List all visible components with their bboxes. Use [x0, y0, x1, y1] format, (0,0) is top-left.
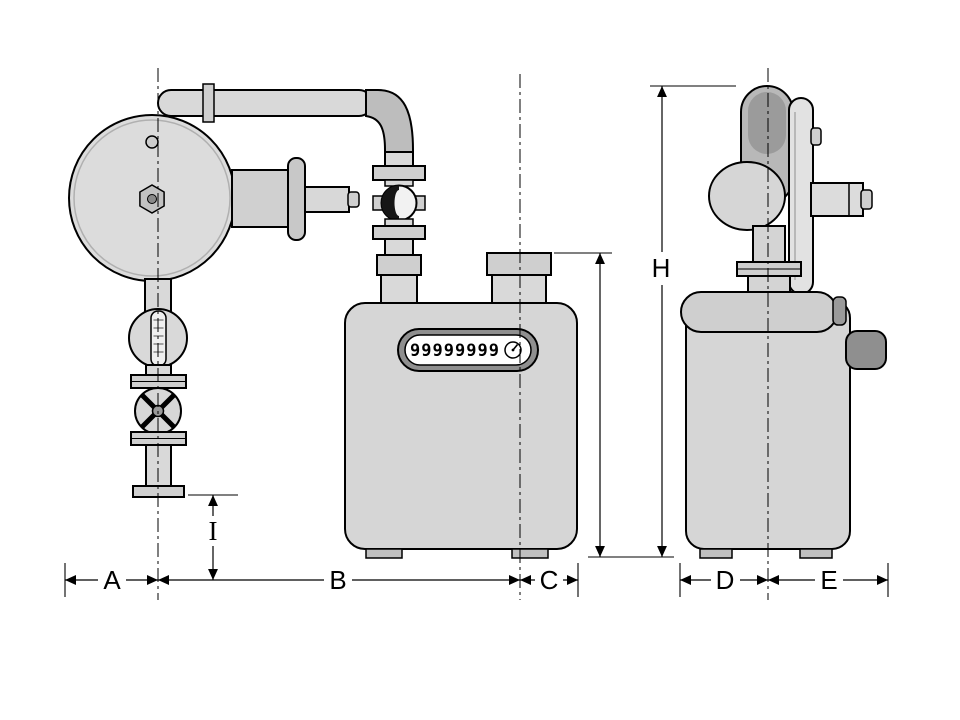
dimension-label-c: C: [540, 565, 559, 595]
ball-valve-bore: [394, 190, 404, 216]
outlet-end-piece: [860, 189, 873, 210]
elbow-shading: [748, 92, 786, 154]
dimension-label-i: I: [209, 516, 218, 546]
label-background: [324, 565, 352, 594]
label-background: [646, 252, 677, 285]
regulator-side-outlet: [810, 182, 864, 217]
label-background: [815, 565, 843, 594]
regulator-dome-side: [708, 161, 786, 231]
meter-inlet-stub: [380, 274, 418, 306]
counter-edge-side: [832, 296, 847, 326]
regulator-vent-screw: [145, 135, 159, 149]
regulator-outlet-nipple: [347, 191, 360, 208]
label-background: [202, 516, 224, 546]
dimension-label-d: D: [716, 565, 735, 595]
pipe-segment: [384, 238, 414, 256]
dimension-label-e: E: [820, 565, 837, 595]
regulator-inner-ring: [73, 119, 231, 277]
disc-vent-tab: [810, 127, 822, 146]
label-background: [98, 565, 126, 594]
meter-foot: [699, 548, 733, 559]
dimension-label-b: B: [329, 565, 346, 595]
flange: [372, 165, 426, 181]
top-manifold-side: [680, 291, 838, 333]
dial-icon: [504, 341, 522, 359]
side-view: [680, 85, 887, 559]
centerlines: [157, 68, 769, 600]
meter-foot: [799, 548, 833, 559]
regulator-nut-center: [147, 194, 157, 204]
dimension-label-a: A: [103, 565, 121, 595]
counter-digits: 99999999: [410, 341, 500, 361]
dimension-annotations: A B C D E H I: [64, 85, 889, 597]
regulator-outlet-cylinder: [231, 169, 291, 228]
meter-counter: 99999999: [397, 328, 539, 372]
label-background: [711, 565, 740, 594]
counter-window: [404, 334, 532, 366]
pipe-flange-ring: [202, 83, 215, 123]
meter-outlet-collar: [486, 252, 552, 276]
meter-inlet-collar: [376, 254, 422, 276]
regulator-front: [68, 114, 360, 282]
meter-foot: [365, 548, 403, 559]
label-background: [535, 565, 563, 594]
ball-valve-dark-half: [381, 185, 399, 221]
side-connection-boss: [845, 330, 887, 370]
pipe-segment: [752, 225, 786, 265]
regulator-outlet-flange: [287, 157, 306, 241]
dimension-label-h: H: [652, 253, 671, 283]
flange: [372, 225, 426, 240]
top-pipe: [157, 89, 373, 117]
regulator-outlet-pipe: [304, 186, 350, 213]
meter-foot: [511, 548, 549, 559]
meter-outlet-stub: [491, 274, 547, 306]
